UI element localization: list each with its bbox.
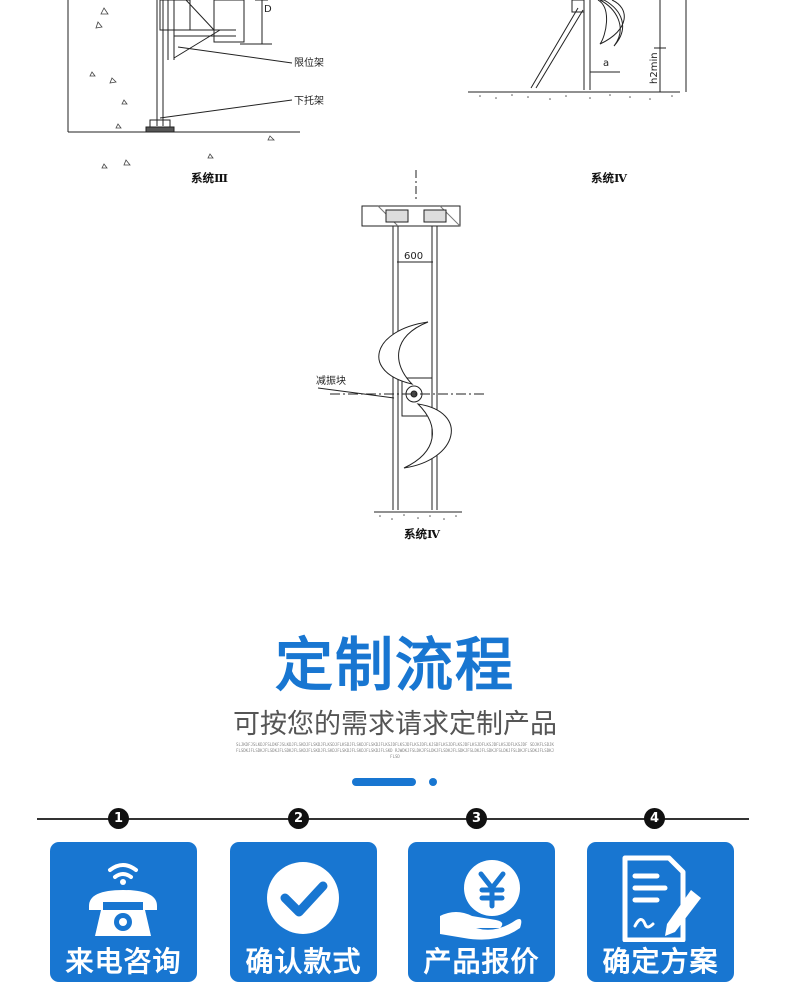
- decorative-fine-print: SLJKDFJSLKDJFSLDKFJSLKDJFLSKDJFLSKDJFLKS…: [236, 742, 554, 759]
- process-title: 定制流程: [274, 631, 515, 699]
- system4-ground-hatch: [479, 94, 673, 100]
- step-number-3: 3: [466, 808, 487, 829]
- damper-label: 减振块: [316, 374, 346, 387]
- system4-top-diagram: [468, 0, 687, 93]
- step-number-1: 1: [108, 808, 129, 829]
- check-icon: [267, 862, 339, 934]
- document-sign-icon: [622, 855, 701, 942]
- system3-diagram: [67, 0, 300, 169]
- step-number-2: 2: [288, 808, 309, 829]
- step-card-quote[interactable]: 产品报价: [408, 842, 555, 982]
- step-card-confirm-style[interactable]: 确认款式: [230, 842, 377, 982]
- dim-a-label: a: [603, 58, 609, 69]
- divider-dot: [429, 778, 437, 786]
- step-label-quote: 产品报价: [423, 945, 540, 978]
- system3-caption: 系统Ⅲ: [191, 171, 228, 185]
- dim-600-label: 600: [404, 251, 423, 262]
- technical-drawings: D 限位架 下托架 系统Ⅲ a h2min 系统Ⅳ: [67, 0, 687, 541]
- lower-bracket-label: 下托架: [294, 94, 324, 107]
- process-subtitle: 可按您的需求请求定制产品: [233, 709, 557, 740]
- step-card-finalize-plan[interactable]: 确定方案: [587, 842, 734, 982]
- limit-frame-label: 限位架: [294, 56, 324, 69]
- step-label-finalize-plan: 确定方案: [602, 945, 719, 978]
- system4-center-ground-hatch: [379, 514, 457, 520]
- system4-top-caption: 系统Ⅳ: [591, 171, 628, 185]
- divider-bar: [352, 778, 416, 786]
- system4-center-diagram: [317, 170, 486, 513]
- yen-hand-icon: [440, 860, 522, 940]
- phone-icon: [89, 863, 157, 936]
- step-label-consult: 来电咨询: [65, 945, 182, 978]
- dim-d-label: D: [264, 4, 272, 15]
- h2min-label: h2min: [649, 52, 660, 84]
- step-number-4: 4: [644, 808, 665, 829]
- timeline-line: [37, 818, 749, 820]
- step-label-confirm-style: 确认款式: [245, 945, 362, 978]
- step-card-consult[interactable]: 来电咨询: [50, 842, 197, 982]
- system4-center-caption: 系统Ⅳ: [404, 527, 441, 541]
